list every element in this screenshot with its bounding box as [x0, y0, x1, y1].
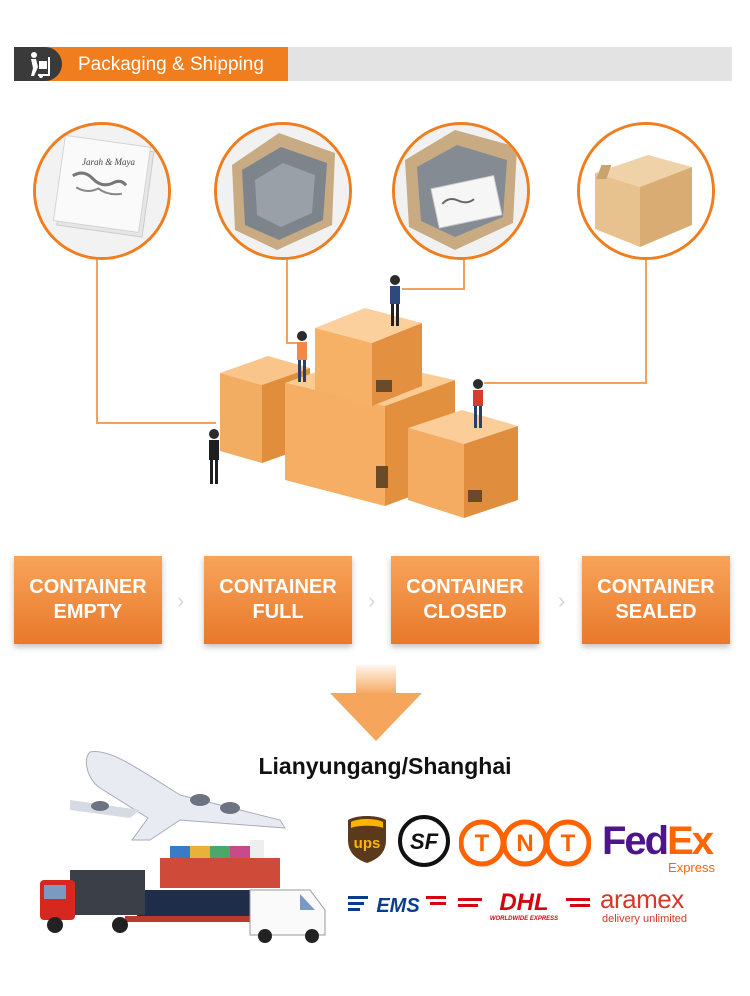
hand-truck-icon: [14, 47, 62, 81]
step-label-line2: SEALED: [615, 601, 697, 623]
chevron-right-icon: ›: [558, 588, 566, 613]
tnt-letter: N: [516, 830, 533, 857]
worker-figure: [297, 331, 307, 382]
step-label-line1: CONTAINER: [597, 576, 715, 598]
keep-dry-icon: [468, 490, 482, 502]
fedex-ex-text: Ex: [667, 819, 714, 863]
worker-figure: [473, 379, 483, 428]
ups-logo-text: ups: [354, 835, 381, 852]
chevron-right-icon: ›: [177, 588, 185, 613]
fedex-logo: FedEx Express: [602, 820, 727, 880]
ems-logo-text: EMS: [376, 895, 420, 917]
connector-line: [286, 342, 300, 344]
sf-logo-text: SF: [410, 829, 439, 854]
step-container-empty: CONTAINER EMPTY: [14, 556, 162, 644]
fragile-icon: [376, 380, 392, 392]
circle-card-sample: Jarah & Maya: [33, 122, 171, 260]
dhl-sub-text: WORLDWIDE EXPRESS: [490, 916, 558, 922]
fedex-fed-text: Fed: [602, 819, 669, 863]
step-label-line1: CONTAINER: [406, 576, 524, 598]
step-container-closed: CONTAINER CLOSED: [391, 556, 539, 644]
step-label-line2: EMPTY: [53, 601, 123, 623]
connector-line: [96, 422, 216, 424]
ems-logo: EMS: [348, 888, 448, 918]
circle-empty-lined-box: [214, 122, 352, 260]
van-icon: [249, 889, 326, 943]
transport-illustration: [30, 740, 340, 950]
step-container-sealed: CONTAINER SEALED: [582, 556, 730, 644]
connector-line: [484, 382, 647, 384]
route-label: Lianyungang/Shanghai: [258, 753, 512, 779]
circle-sealed-box: [577, 122, 715, 260]
step-label-line2: FULL: [252, 601, 304, 623]
chevron-right-icon: ›: [368, 588, 376, 613]
step-label-line1: CONTAINER: [219, 576, 337, 598]
fedex-express-text: Express: [668, 860, 715, 875]
connector-line: [402, 288, 465, 290]
connector-line: [286, 258, 288, 344]
step-label-line2: CLOSED: [423, 601, 507, 623]
aramex-logo: aramex delivery unlimited: [600, 885, 720, 925]
truck-icon: [40, 870, 145, 933]
tnt-logo: T N T: [458, 818, 592, 873]
box-pile-illustration: [200, 268, 530, 523]
worker-figure: [390, 275, 400, 326]
tnt-letter: T: [561, 830, 576, 857]
ups-logo: ups: [346, 814, 388, 869]
step-label-line1: CONTAINER: [29, 576, 147, 598]
aramex-sub-text: delivery unlimited: [602, 913, 687, 925]
cargo-ship-icon: [120, 840, 290, 922]
circle-filled-lined-box: [392, 122, 530, 260]
step-container-full: CONTAINER FULL: [204, 556, 352, 644]
card-sample-text: Jarah & Maya: [82, 157, 135, 167]
arrow-down-icon: [330, 665, 422, 748]
connector-line: [645, 258, 647, 384]
sf-express-logo: SF: [398, 815, 450, 872]
connector-line: [463, 258, 465, 290]
dhl-logo-text: DHL: [499, 889, 548, 916]
this-side-up-icon: [376, 466, 388, 488]
tnt-letter: T: [475, 830, 490, 857]
page-title: Packaging & Shipping: [78, 54, 264, 75]
dhl-logo: DHL WORLDWIDE EXPRESS: [458, 886, 590, 922]
connector-line: [96, 258, 98, 424]
airplane-icon: [70, 751, 286, 841]
aramex-logo-text: aramex: [600, 884, 684, 914]
worker-figure: [209, 429, 219, 484]
